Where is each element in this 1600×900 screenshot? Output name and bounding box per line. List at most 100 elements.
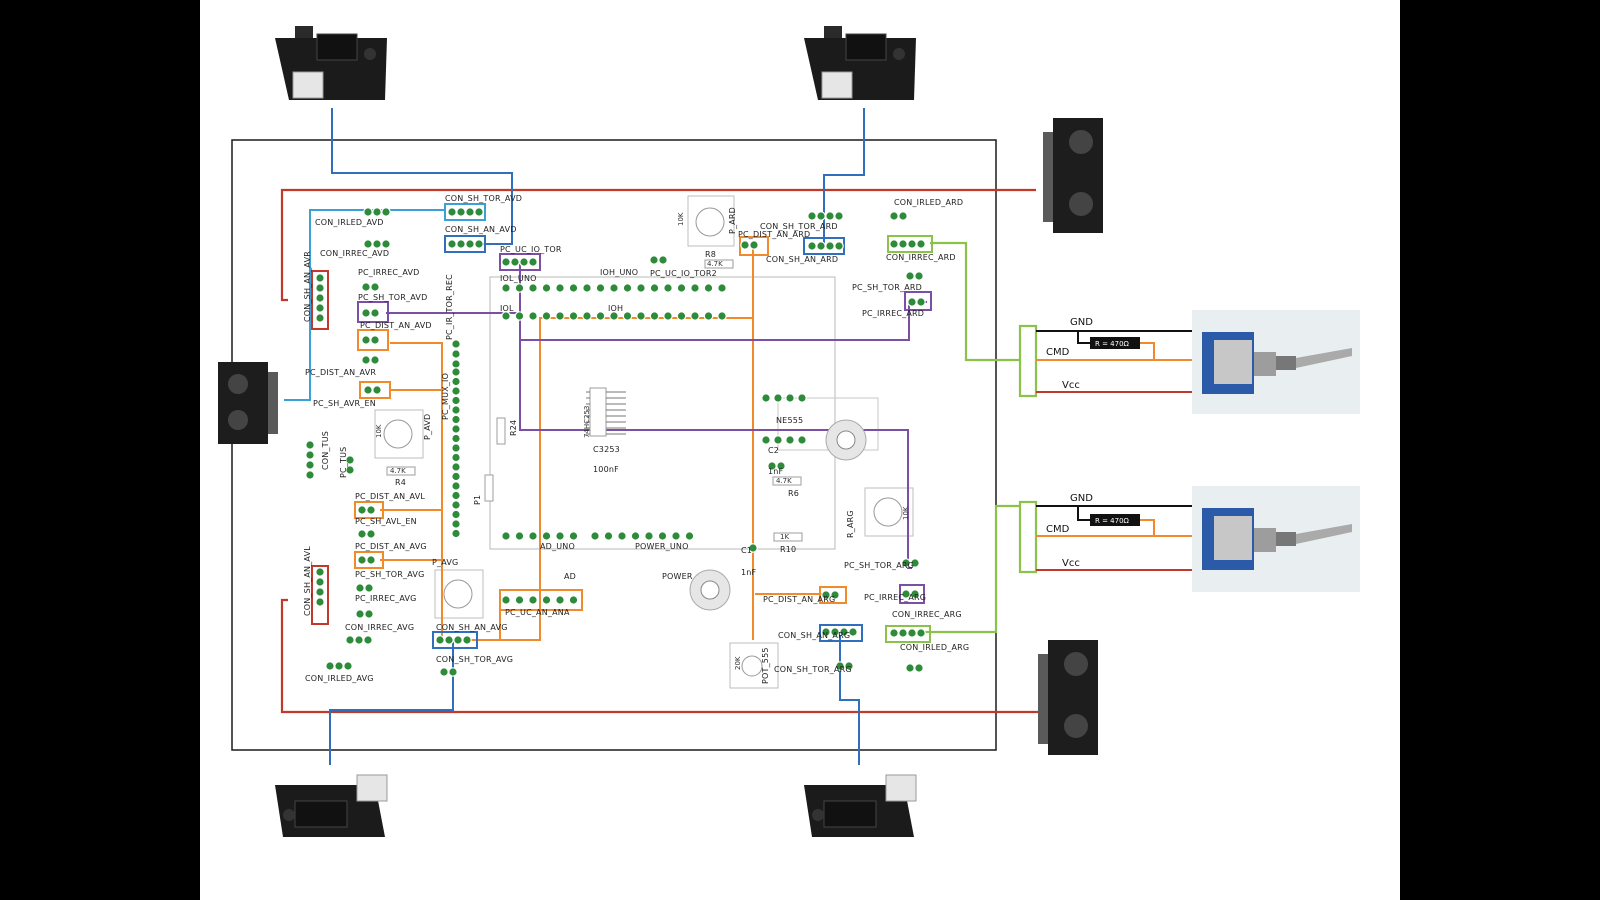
pcb-pad	[528, 595, 538, 605]
pcb-pad	[914, 663, 924, 673]
label-pc-dist-an-avg: PC_DIST_AN_AVG	[355, 542, 427, 551]
pcb-pad	[740, 240, 750, 250]
pcb-pad	[355, 609, 365, 619]
pcb-pad	[370, 355, 380, 365]
label-iol-uno: IOL_UNO	[500, 274, 537, 283]
pcb-pad	[451, 452, 461, 463]
label-con-irled-avd: CON_IRLED_AVD	[315, 218, 384, 227]
ic-74hc253	[586, 387, 626, 437]
label-c1: C1	[741, 546, 752, 555]
toggle-switch-icon	[1192, 486, 1360, 592]
pcb-pad	[357, 529, 367, 539]
arduino-silk-outline	[489, 276, 836, 550]
label-con-sh-an-avd: CON_SH_AN_AVD	[445, 225, 517, 234]
pcb-pad	[451, 359, 461, 369]
pcb-pad	[889, 239, 899, 249]
pcb-pad	[372, 385, 382, 395]
label-r6: R6	[788, 489, 799, 498]
pcb-pad	[825, 241, 835, 251]
switch-top-cmd-label: CMD	[1046, 347, 1070, 358]
pcb-pad	[451, 349, 461, 359]
pcb-pad	[555, 531, 565, 541]
label-power: POWER	[662, 572, 693, 581]
pcb-pad	[305, 470, 315, 480]
label-pc-uc-io-tor2: PC_UC_IO_TOR2	[650, 269, 717, 278]
pcb-pad	[514, 283, 525, 293]
pcb-pad	[595, 311, 606, 321]
pcb-pad	[363, 385, 373, 395]
label-con-tus: CON_TUS	[321, 431, 330, 470]
label-pc-sh-avr-en: PC_SH_AVR_EN	[313, 399, 376, 408]
value-r-arg: 10K	[902, 506, 910, 520]
pcb-pad	[345, 455, 355, 465]
label-pc-uc-io-tor: PC_UC_IO_TOR	[500, 245, 562, 254]
label-pc-sh-tor-avd: PC_SH_TOR_AVD	[358, 293, 427, 302]
pcb-pad	[785, 435, 795, 445]
p-avg-silk	[434, 569, 484, 619]
label-ioh-uno: IOH_UNO	[600, 268, 638, 277]
pcb-pad	[609, 283, 619, 293]
pcb-pad	[465, 207, 475, 217]
pcb-pad	[555, 311, 565, 321]
label-p1: P1	[473, 495, 482, 505]
value-p-avd: 10K	[375, 424, 383, 438]
label-r24: R24	[509, 420, 518, 436]
pcb-pad	[474, 239, 484, 249]
label-pc-mux-io: PC_MUX_IO	[441, 373, 450, 420]
label-con-irrec-avg: CON_IRREC_AVG	[345, 623, 414, 632]
pcb-pad	[907, 297, 917, 307]
label-c2: C2	[768, 446, 779, 455]
pcb-pad	[703, 283, 714, 293]
pcb-pad	[451, 519, 461, 529]
label-c2-val: 1nF	[768, 467, 784, 476]
pcb-pad	[453, 635, 463, 645]
pcb-pad	[717, 283, 727, 293]
pcb-pad	[528, 283, 538, 293]
pcb-pad	[366, 529, 376, 539]
pcb-pad	[315, 567, 325, 577]
label-pc-irrec-ard: PC_IRREC_ARD	[862, 309, 924, 318]
ir-sensor-icon	[804, 774, 917, 837]
pcb-pad	[325, 661, 335, 671]
ir-sensor-icon	[218, 362, 278, 444]
pcb-pad	[451, 462, 461, 472]
ne555-silk-outline	[777, 397, 879, 451]
silk-labels: CON_SH_TOR_AVD CON_IRLED_AVD CON_SH_AN_A…	[303, 194, 969, 684]
pcb-pad	[622, 311, 633, 321]
switch-wiring-bottom: R = 470Ω GND CMD Vcc	[1018, 486, 1360, 592]
pcb-pad	[451, 376, 461, 387]
pcb-pad	[717, 311, 727, 321]
label-r10: R10	[780, 545, 796, 554]
pcb-pad	[636, 311, 646, 321]
pcb-pad	[773, 393, 783, 403]
pcb-pad	[910, 558, 920, 568]
pcb-pad	[451, 405, 461, 415]
pcb-pad	[501, 283, 511, 293]
pcb-pad	[582, 311, 592, 321]
pcb-pad	[528, 311, 538, 321]
pcb-pad	[657, 531, 668, 541]
pcb-pad	[456, 207, 466, 217]
resistors	[386, 259, 803, 542]
ir-sensor-top-left	[275, 26, 387, 100]
label-pc-sh-tor-ard: PC_SH_TOR_ARD	[852, 283, 922, 292]
pcb-pad	[676, 311, 687, 321]
label-pc-dist-an-avd: PC_DIST_AN_AVD	[360, 321, 432, 330]
ir-sensor-icon	[1038, 640, 1098, 755]
ir-sensor-icon	[275, 26, 387, 100]
pcb-pad	[663, 283, 673, 293]
pcb-pad	[451, 433, 461, 444]
pcb-pad	[834, 241, 844, 251]
pcb-pad	[582, 283, 592, 293]
pcb-pad	[451, 471, 461, 482]
pcb-pad	[622, 283, 633, 293]
label-pc-irrec-avg: PC_IRREC_AVG	[355, 594, 417, 603]
pcb-pad	[514, 595, 525, 605]
label-con-sh-tor-avd: CON_SH_TOR_AVD	[445, 194, 522, 203]
label-pc-irrec-arg: PC_IRREC_ARG	[864, 593, 926, 602]
label-con-sh-tor-avg: CON_SH_TOR_AVG	[436, 655, 513, 664]
label-ioh: IOH	[608, 304, 623, 313]
pcb-pad	[361, 355, 371, 365]
pcb-pad	[889, 628, 899, 638]
